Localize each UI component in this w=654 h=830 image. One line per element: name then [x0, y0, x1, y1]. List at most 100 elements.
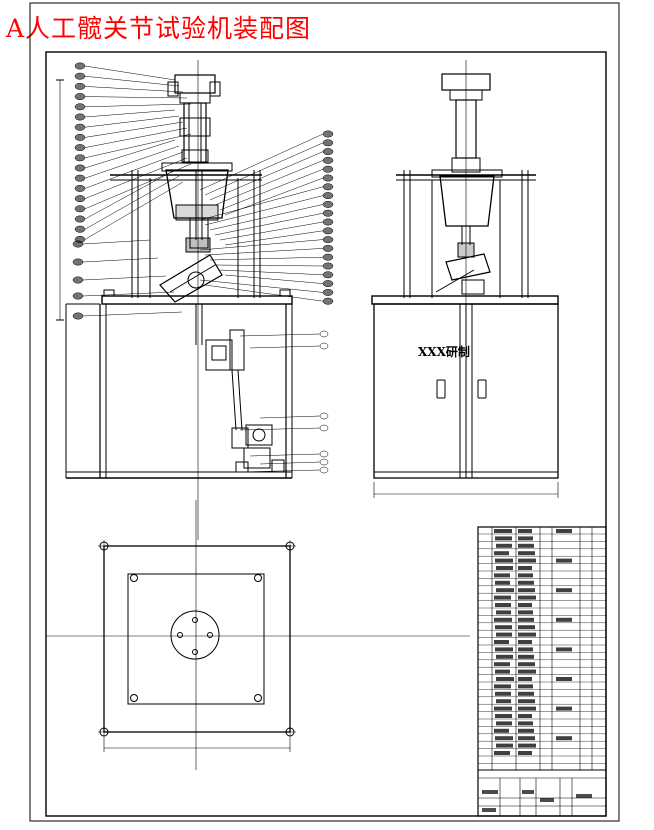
title-block-text	[540, 798, 554, 802]
table-text-block	[496, 588, 514, 593]
table-text-block	[496, 543, 512, 548]
callout-balloon	[322, 183, 334, 191]
table-text-block	[494, 706, 512, 711]
table-text-block	[494, 551, 509, 556]
leader-line	[224, 274, 324, 284]
leader-line	[209, 204, 324, 231]
table-text-block	[518, 610, 533, 615]
callout-balloon	[74, 103, 86, 111]
leader-line	[259, 415, 321, 419]
table-text-block	[496, 566, 513, 570]
leader-line	[84, 151, 184, 189]
callout-balloon	[322, 165, 334, 173]
callout-balloon	[74, 205, 86, 213]
leader-line	[239, 427, 321, 431]
leader-line	[204, 142, 324, 196]
side-view	[371, 60, 559, 498]
table-text-block	[495, 736, 513, 741]
table-text-block	[518, 751, 532, 755]
inner-hole	[130, 574, 138, 582]
center-hole	[192, 617, 198, 623]
table-text-block	[495, 714, 512, 718]
table-text-block	[495, 647, 513, 652]
part-callouts-left	[72, 62, 192, 320]
callout-balloon	[319, 466, 329, 474]
callout-balloon	[74, 62, 86, 70]
table-text-block	[494, 640, 509, 644]
callout-balloon	[72, 292, 84, 300]
table-text-block	[518, 640, 532, 644]
callout-balloon	[72, 240, 84, 248]
table-text-block	[495, 603, 511, 607]
callout-balloon	[74, 133, 86, 141]
callout-balloon	[74, 113, 86, 121]
leader-line	[199, 133, 324, 191]
callout-balloon	[319, 424, 329, 432]
callout-balloon	[72, 258, 84, 266]
callout-balloon	[322, 218, 334, 226]
table-text-block	[495, 669, 510, 674]
table-text-block	[518, 706, 536, 711]
center-hole	[177, 632, 183, 638]
callout-balloon	[74, 72, 86, 80]
table-text-block	[494, 595, 511, 600]
leader-line	[84, 169, 176, 220]
leader-line	[249, 453, 321, 457]
callout-balloon	[322, 192, 334, 200]
table-text-block	[496, 721, 512, 726]
leader-line	[199, 279, 324, 293]
leader-line	[219, 221, 324, 241]
table-text-block	[556, 677, 572, 681]
leader-line	[204, 195, 324, 226]
drawing-frame	[29, 2, 620, 822]
leader-line	[239, 469, 321, 473]
leader-line	[84, 86, 184, 93]
leader-line	[84, 65, 176, 81]
table-text-block	[495, 580, 510, 585]
table-text-block	[518, 529, 532, 533]
table-text-block	[495, 691, 511, 696]
top-view-holes	[98, 540, 296, 738]
table-text-block	[518, 662, 535, 667]
callout-balloon	[322, 288, 334, 296]
table-text-block	[518, 728, 534, 733]
leader-line	[199, 186, 324, 221]
leader-line	[204, 284, 324, 302]
parts-list-table	[477, 526, 607, 817]
table-text-block	[496, 654, 513, 659]
table-text-block	[518, 691, 534, 696]
leader-line	[259, 461, 321, 465]
leader-line	[214, 160, 324, 206]
callout-balloon	[74, 174, 86, 182]
callout-balloon	[74, 154, 86, 162]
table-text-block	[518, 625, 535, 630]
table-text-block	[556, 706, 572, 711]
leader-line	[84, 103, 192, 108]
table-text-block	[518, 654, 534, 659]
table-text-block	[494, 684, 511, 689]
title-block-text	[522, 790, 534, 794]
leader-line	[84, 175, 180, 230]
callout-balloon	[322, 139, 334, 147]
table-text-block	[518, 536, 533, 541]
callout-balloon	[74, 164, 86, 172]
table-text-block	[518, 684, 533, 689]
leader-line	[219, 269, 324, 276]
table-text-block	[494, 728, 509, 733]
drawing-title: A人工髋关节试验机装配图	[6, 14, 312, 43]
leader-line	[84, 181, 184, 240]
callout-balloon	[322, 174, 334, 182]
leader-line	[84, 75, 180, 87]
table-text-block	[494, 662, 510, 667]
leader-line	[82, 291, 175, 297]
table-text-block	[556, 617, 572, 622]
leader-line	[84, 163, 192, 210]
callout-balloon	[319, 330, 329, 338]
table-text-block	[495, 558, 513, 563]
callout-balloon	[74, 93, 86, 101]
table-text-block	[518, 699, 535, 704]
callout-balloon	[322, 271, 334, 279]
leader-line	[209, 256, 324, 261]
table-text-block	[518, 677, 532, 681]
table-text-block	[518, 543, 534, 548]
